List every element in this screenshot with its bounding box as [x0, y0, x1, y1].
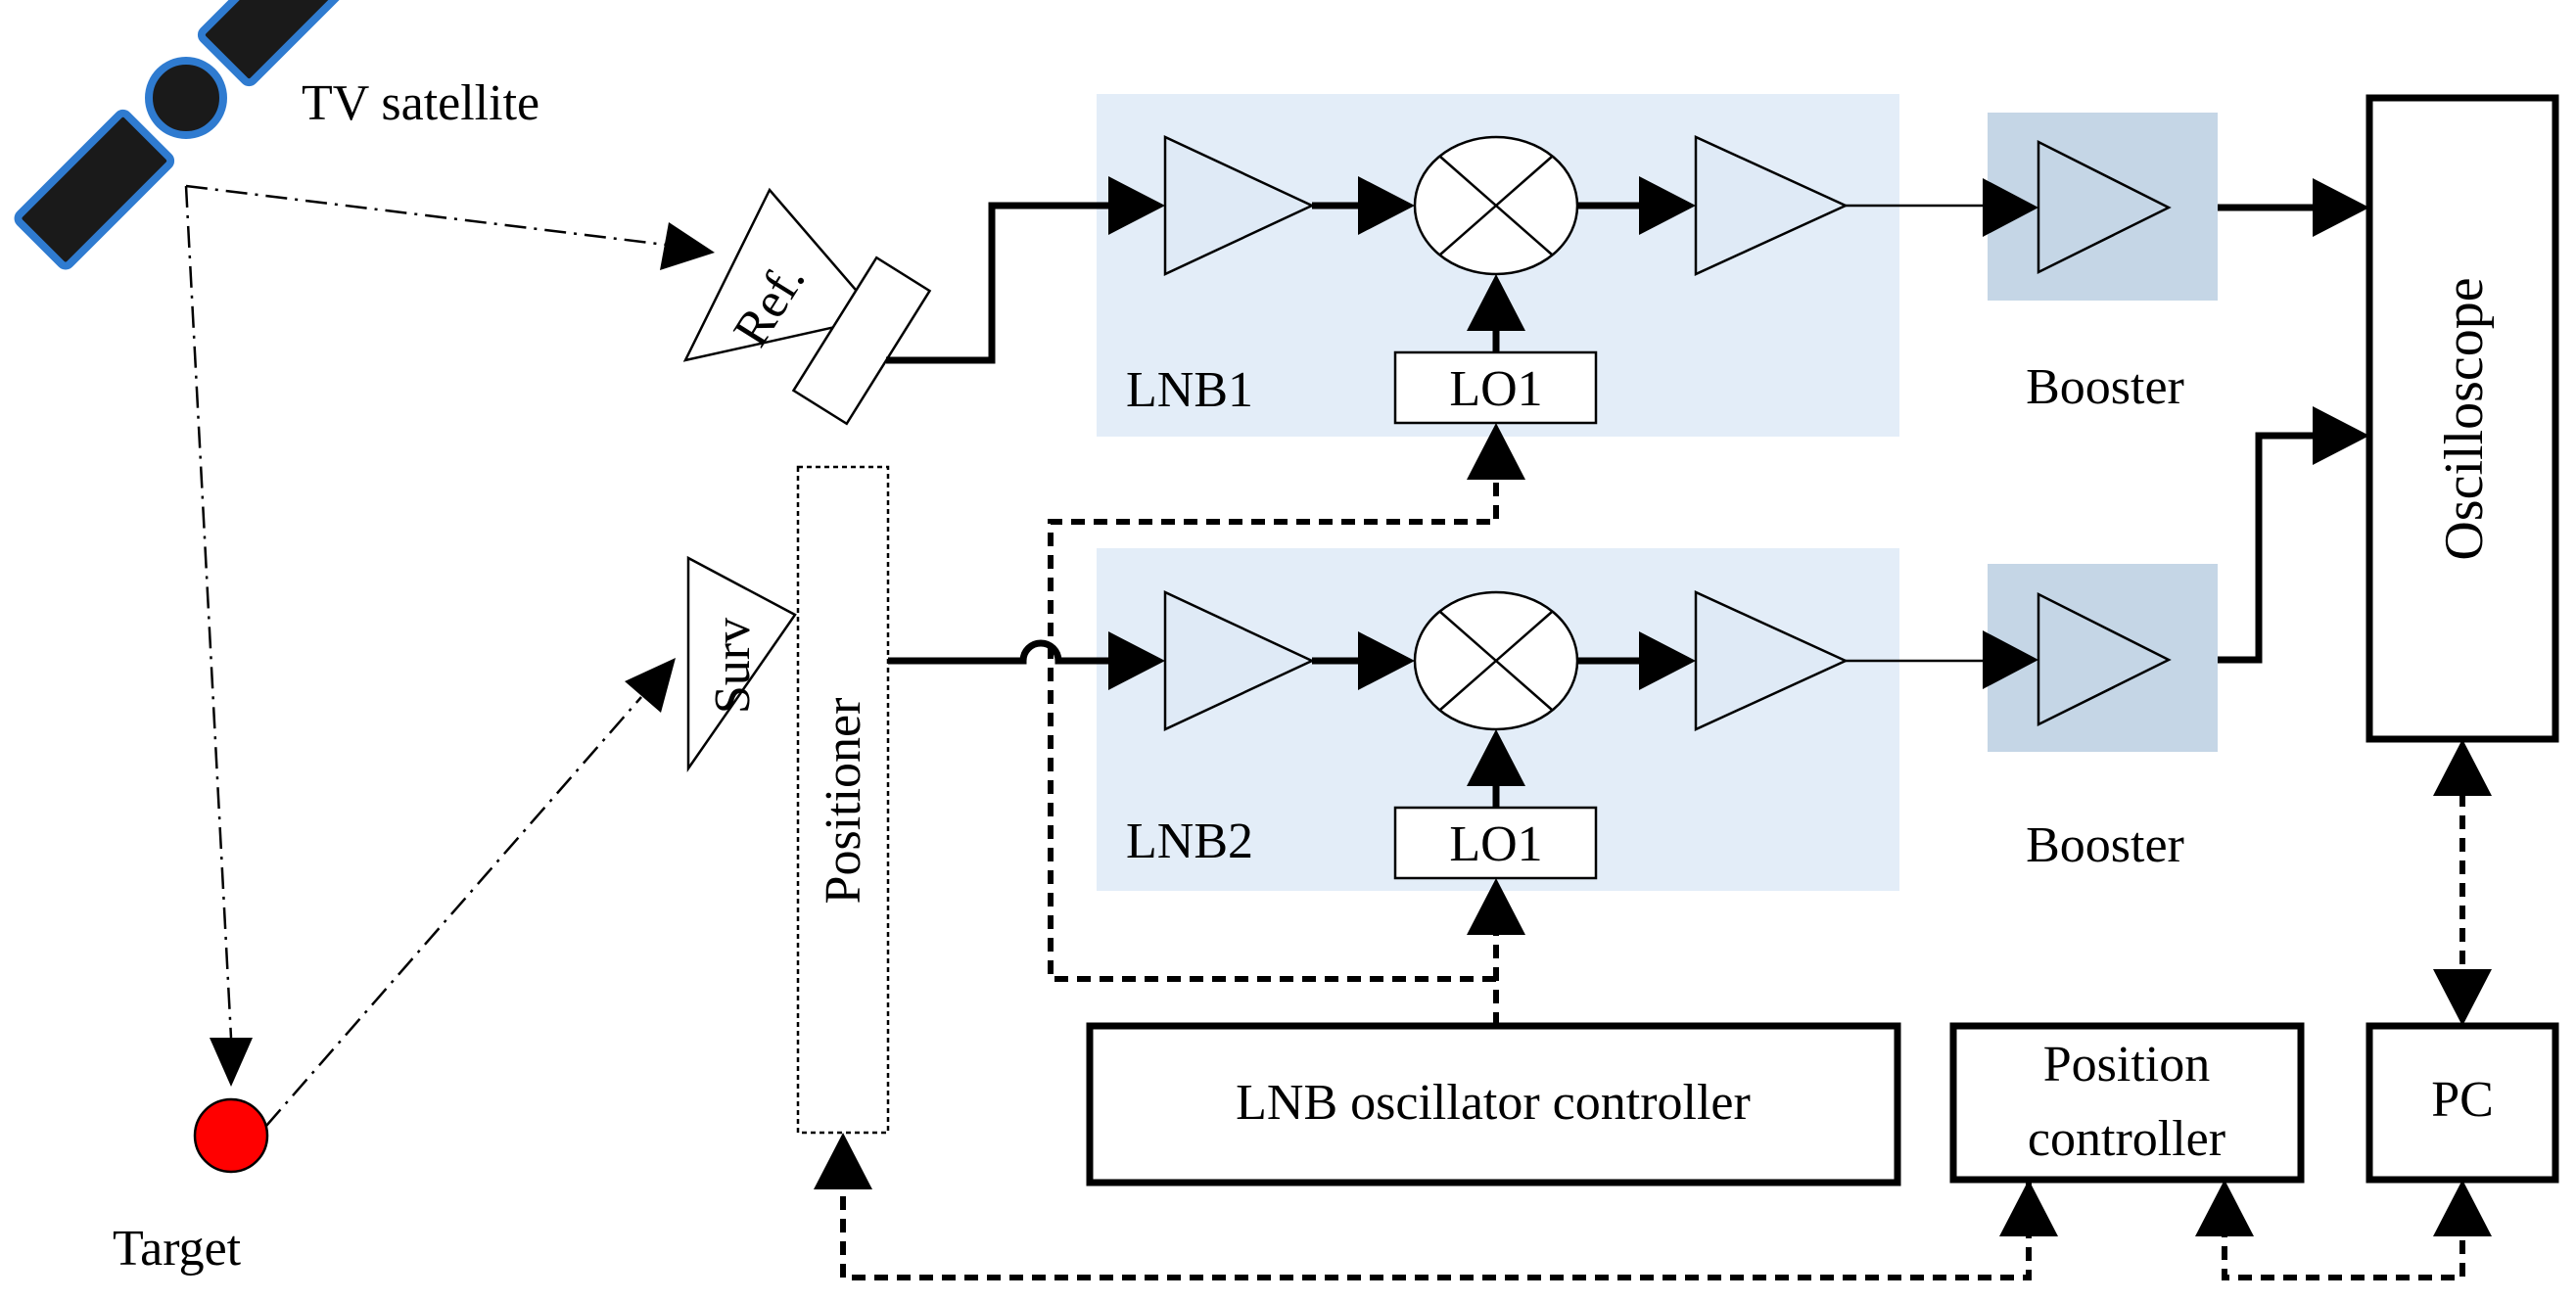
control-lines	[814, 423, 2492, 1280]
satellite-body	[145, 57, 227, 139]
ref-antenna-horn	[682, 187, 882, 362]
booster-top-label: Booster	[2026, 359, 2184, 415]
satellite-to-target-line	[184, 185, 233, 1039]
booster-bottom-to-scope-line	[2218, 432, 2322, 664]
position-controller-box	[1949, 1022, 2305, 1184]
lnb1-label: LNB1	[1126, 362, 1253, 418]
lnb1-amp-to-mixer-arrowhead	[1358, 176, 1415, 235]
target-label: Target	[113, 1221, 242, 1277]
direct-path-arrowhead	[660, 222, 715, 270]
surv-to-lnb2-line	[888, 639, 1116, 665]
satellite-solar-panel-lower	[197, 0, 358, 87]
position-controller-to-positioner-line	[840, 1180, 2032, 1280]
surv-antenna-label: Surv	[705, 618, 761, 714]
osc-controller-to-lo1-top-arrowhead	[1467, 423, 1525, 480]
reflected-path-line	[265, 696, 642, 1127]
lo1-bottom-box	[1393, 806, 1598, 880]
ref-to-lnb1-line	[886, 202, 1116, 364]
signal-lines	[886, 176, 2369, 808]
lnb2-amp-to-mixer-arrowhead	[1358, 631, 1415, 690]
pc-to-position-controller-line	[2222, 1224, 2465, 1280]
position-controller-label-line2: controller	[2028, 1111, 2225, 1167]
lnb2-lo-to-mixer-arrowhead	[1467, 729, 1525, 786]
surv-antenna-horn	[686, 555, 797, 772]
pc-to-position-controller-arrowhead	[2195, 1180, 2254, 1236]
positioner-box	[796, 465, 890, 1135]
osc-controller-to-lo1-top-line	[1048, 470, 1499, 982]
booster-bottom-to-scope-arrowhead	[2313, 406, 2369, 465]
surv-to-lnb2-arrowhead	[1108, 631, 1165, 690]
reflected-path-arrowhead	[625, 658, 676, 713]
booster-bottom-amplifier	[2037, 591, 2172, 727]
ref-to-lnb1-arrowhead	[1108, 176, 1165, 235]
pc-box	[2365, 1022, 2559, 1184]
direct-path-line	[185, 184, 667, 247]
lnb-oscillator-controller-label: LNB oscillator controller	[1236, 1075, 1751, 1131]
lnb1-to-booster-arrowhead	[1983, 178, 2038, 237]
satellite-to-target-arrowhead	[210, 1038, 253, 1087]
reference-antenna: Ref.	[682, 187, 932, 426]
scope-pc-down-arrowhead	[2433, 969, 2492, 1026]
lnb1-mixer-to-amp-arrowhead	[1639, 176, 1696, 235]
osc-controller-to-lo1-bottom-arrowhead	[1467, 878, 1525, 935]
booster-bottom-label: Booster	[2026, 817, 2184, 873]
lnb2-to-booster-arrowhead	[1983, 630, 2038, 689]
position-controller-to-positioner-arrowhead	[814, 1133, 872, 1189]
position-controller-label-line1: Position	[2043, 1037, 2211, 1093]
pc-label: PC	[2431, 1072, 2494, 1128]
lo1-top-label: LO1	[1449, 361, 1542, 417]
lnb-oscillator-controller-box	[1086, 1022, 1901, 1186]
surveillance-antenna: Surv	[686, 555, 797, 772]
tv-satellite-icon	[14, 0, 358, 270]
lo1-top-box	[1393, 350, 1598, 425]
positioner-to-position-controller-arrowhead	[1999, 1180, 2058, 1236]
position-controller-to-pc-arrowhead	[2433, 1180, 2492, 1236]
satellite-solar-panel-upper	[14, 109, 175, 270]
booster-top-amplifier	[2037, 139, 2172, 275]
oscilloscope-box	[2365, 94, 2559, 743]
booster-top-to-scope-arrowhead	[2313, 178, 2369, 237]
positioner-label: Positioner	[816, 698, 871, 905]
lnb1-mixer-icon	[1413, 135, 1579, 276]
lnb1-lo-to-mixer-arrowhead	[1467, 274, 1525, 331]
propagation-paths	[184, 184, 715, 1127]
target-icon	[193, 1097, 269, 1174]
oscilloscope-label: Oscilloscope	[2434, 277, 2495, 560]
lnb2-label: LNB2	[1126, 814, 1253, 869]
lnb2-mixer-icon	[1413, 590, 1579, 731]
tv-satellite-label: TV satellite	[302, 75, 539, 131]
scope-pc-up-arrowhead	[2433, 739, 2492, 796]
lo1-bottom-label: LO1	[1449, 816, 1542, 872]
lnb2-mixer-to-amp-arrowhead	[1639, 631, 1696, 690]
